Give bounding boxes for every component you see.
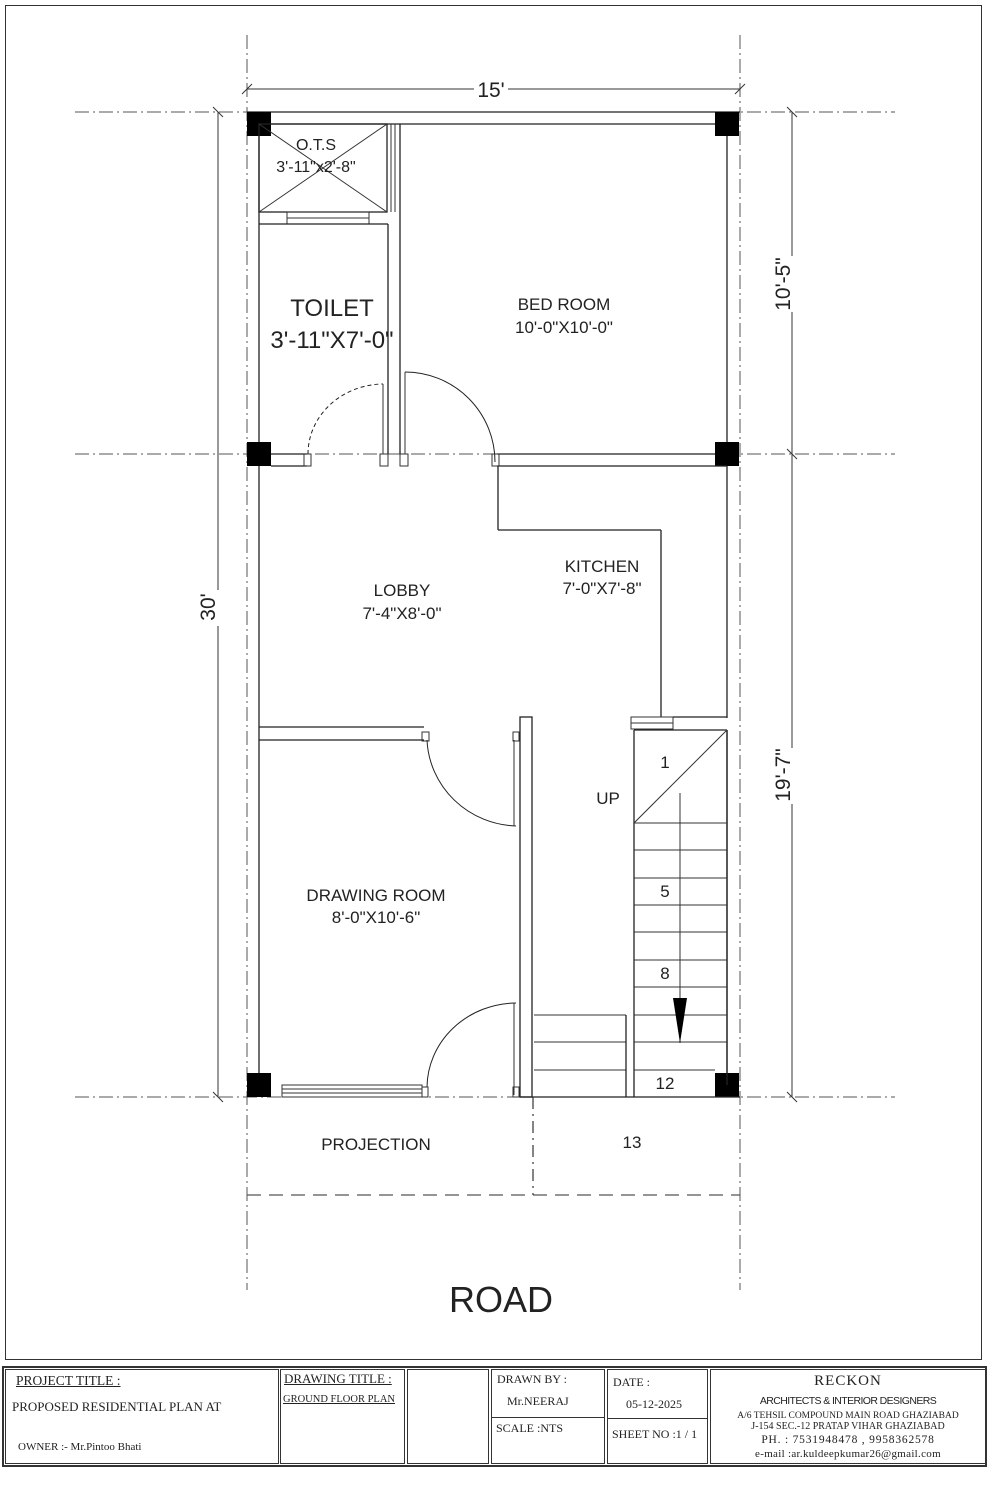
- sheet-number: SHEET NO :1 / 1: [612, 1427, 698, 1441]
- front-segment-dimension: 19'-7": [772, 748, 795, 802]
- drawn-by-label: DRAWN BY :: [497, 1372, 567, 1386]
- stair-step-12: 12: [656, 1074, 675, 1093]
- date-cell: DATE : 05-12-2025 SHEET NO :1 / 1: [607, 1369, 708, 1464]
- bedroom-walls: [404, 371, 727, 467]
- toilet-walls: [259, 212, 409, 467]
- kitchen-label: KITCHEN: [565, 557, 640, 576]
- blank-cell: [407, 1369, 489, 1464]
- firm-tagline: ARCHITECTS & INTERIOR DESIGNERS: [759, 1395, 937, 1407]
- project-title-cell: PROJECT TITLE : PROPOSED RESIDENTIAL PLA…: [5, 1369, 279, 1464]
- depth-dimension: 30': [197, 593, 220, 620]
- firm-address-1: A/6 TEHSIL COMPOUND MAIN ROAD GHAZIABAD: [737, 1411, 959, 1421]
- drawing-room-walls: [259, 716, 533, 1098]
- drawing-room-size: 8'-0"X10'-6": [332, 908, 421, 927]
- rear-segment-dimension: 10'-5": [772, 257, 795, 311]
- drawing-room-label: DRAWING ROOM: [306, 886, 445, 905]
- projection-area: [247, 1097, 740, 1196]
- kitchen-size: 7'-0"X7'-8": [562, 579, 641, 598]
- firm-name: RECKON: [814, 1373, 882, 1389]
- dimension-lines: [212, 83, 798, 1103]
- stair-step-5: 5: [660, 882, 669, 901]
- staircase: [520, 729, 740, 1098]
- road-label: ROAD: [449, 1279, 553, 1320]
- columns: [247, 112, 739, 1097]
- outer-walls: [247, 111, 740, 1085]
- grid-lines: [75, 35, 895, 1290]
- ots-size: 3'-11"x2'-8": [276, 159, 355, 176]
- projection-label: PROJECTION: [321, 1135, 431, 1154]
- stair-step-13: 13: [623, 1133, 642, 1152]
- project-title-value: PROPOSED RESIDENTIAL PLAN AT: [12, 1399, 222, 1414]
- firm-cell: RECKON ARCHITECTS & INTERIOR DESIGNERS A…: [710, 1369, 986, 1464]
- firm-email: e-mail :ar.kuldeepkumar26@gmail.com: [755, 1448, 941, 1460]
- stair-step-8: 8: [660, 964, 669, 983]
- lobby-size: 7'-4"X8'-0": [362, 604, 441, 623]
- drawing-title-value: GROUND FLOOR PLAN: [283, 1394, 396, 1405]
- title-block: PROJECT TITLE : PROPOSED RESIDENTIAL PLA…: [2, 1366, 987, 1467]
- sheet-border: [5, 5, 982, 1360]
- firm-phone: PH. : 7531948478 , 9958362578: [761, 1434, 935, 1446]
- drawing-title-cell: DRAWING TITLE : GROUND FLOOR PLAN: [280, 1369, 405, 1464]
- date-label: DATE :: [613, 1375, 650, 1389]
- drawn-by-value: Mr.NEERAJ: [507, 1394, 569, 1408]
- stair-direction-arrow-icon: [673, 998, 687, 1043]
- kitchen-walls: [497, 466, 727, 730]
- firm-address-2: J-154 SEC.-12 PRATAP VIHAR GHAZIABAD: [751, 1421, 945, 1432]
- scale-value: SCALE :NTS: [496, 1421, 564, 1435]
- floor-plan-drawing: .w { stroke: #222; stroke-width: 1.3; fi…: [75, 35, 895, 1320]
- toilet-size: 3'-11"X7'-0": [270, 327, 393, 354]
- ots-label: O.T.S: [296, 137, 336, 154]
- date-value: 05-12-2025: [626, 1397, 682, 1411]
- bedroom-size: 10'-0"X10'-0": [515, 318, 613, 337]
- toilet-label: TOILET: [290, 295, 374, 322]
- drawn-by-cell: DRAWN BY : Mr.NEERAJ SCALE :NTS: [491, 1369, 605, 1464]
- stair-up-label: UP: [596, 789, 620, 808]
- bedroom-label: BED ROOM: [518, 295, 611, 314]
- owner-name: OWNER :- Mr.Pintoo Bhati: [18, 1441, 142, 1453]
- width-dimension: 15': [477, 79, 504, 102]
- drawing-title-label: DRAWING TITLE :: [284, 1371, 392, 1386]
- project-title-label: PROJECT TITLE :: [16, 1373, 121, 1388]
- stair-step-1: 1: [660, 753, 669, 772]
- lobby-label: LOBBY: [374, 581, 431, 600]
